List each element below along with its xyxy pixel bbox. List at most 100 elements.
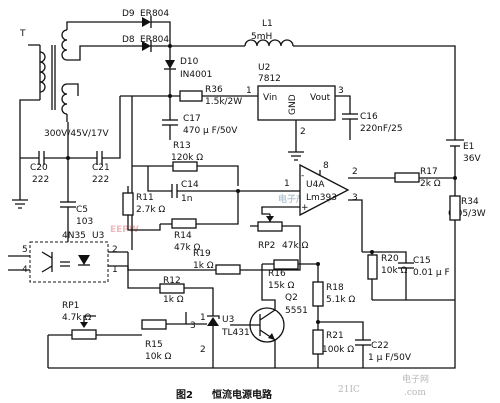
figure-title: 恒流电源电路 [212, 388, 273, 401]
opto-ref: 4N35 [62, 231, 86, 241]
u4a-ref: U4A [306, 180, 325, 190]
r20-value: 10k Ω [381, 266, 408, 276]
figure-number: 图2 [176, 389, 193, 401]
d9-part: ER804 [140, 9, 169, 19]
u4a-pin8: 8 [323, 161, 329, 171]
c15-ref: C15 [413, 256, 431, 266]
inductor-L1: L1 5mH [244, 19, 294, 47]
r12-ref: R12 [163, 276, 181, 286]
resistor-R11: R11 2.7k Ω [122, 192, 165, 216]
capacitor-C17: C17 470 μ F/50V [162, 114, 238, 136]
tl431-part: TL431 [221, 328, 250, 338]
r36-value: 1.5k/2W [205, 97, 242, 107]
r17-ref: R17 [420, 167, 438, 177]
l1-value: 5mH [251, 32, 272, 42]
c22-value: 1 μ F/50V [368, 353, 412, 363]
potentiometer-RP1: RP1 4.7k Ω [62, 301, 97, 340]
r34-ref: R34 [461, 197, 479, 207]
c22-ref: C22 [371, 341, 389, 351]
svg-text:21IC: 21IC [338, 385, 360, 395]
c16-value: 220nF/25 [360, 124, 403, 134]
r21-value: 100k Ω [322, 345, 354, 355]
u2-pin1: 1 [246, 86, 252, 96]
capacitor-C16: C16 220nF/25 [342, 112, 403, 134]
opto-pin5: 5 [22, 245, 28, 255]
comparator-U4A: U4A Lm393 - + 1 2 3 8 [284, 161, 358, 217]
resistor-R21: R21 100k Ω [312, 329, 354, 355]
transformer-rating: 300V/45V/17V [44, 129, 109, 139]
battery-E1: E1 36V [446, 139, 481, 164]
r15-ref: R15 [145, 340, 163, 350]
u4a-pin2: 2 [352, 167, 358, 177]
u2-pin2: 2 [300, 127, 306, 137]
svg-text:EEPW: EEPW [110, 225, 139, 235]
r18-ref: R18 [326, 283, 344, 293]
diode-D9: D9 ER804 [122, 9, 169, 28]
resistor-R12: R12 1k Ω [159, 276, 185, 305]
u4a-pin3: 3 [352, 193, 358, 203]
r36-ref: R36 [205, 85, 223, 95]
q2-ref: Q2 [285, 293, 298, 303]
resistor-R34: R34 0.05/3W [448, 195, 486, 221]
c14-ref: C14 [181, 180, 199, 190]
r12-value: 1k Ω [163, 295, 184, 305]
c14-value: 1n [181, 194, 192, 204]
u4a-part: Lm393 [306, 193, 337, 203]
c20-value: 222 [32, 175, 49, 185]
l1-ref: L1 [262, 19, 273, 29]
diode-D10: D10 IN4001 [164, 57, 212, 80]
r14-value: 47k Ω [174, 243, 201, 253]
d8-part: ER804 [140, 35, 169, 45]
svg-text:.com: .com [404, 388, 426, 398]
transistor-Q2: Q2 5551 [249, 293, 308, 343]
ground-symbol [288, 151, 304, 161]
opto-pin1: 1 [112, 265, 118, 275]
figure-caption: 图2 恒流电源电路 [176, 388, 273, 401]
r18-value: 5.1k Ω [326, 295, 355, 305]
diode-D8: D8 ER804 [122, 35, 169, 52]
capacitor-C14: C14 1n [171, 180, 199, 204]
rp1-ref: RP1 [62, 301, 79, 311]
d10-ref: D10 [180, 57, 199, 67]
u2-ref: U2 [258, 63, 270, 73]
u2-vin: Vin [263, 93, 277, 103]
u2-part: 7812 [258, 74, 281, 84]
c5-value: 103 [76, 217, 93, 227]
potentiometer-RP2: RP2 47k Ω [257, 214, 309, 251]
transformer-T: T 300V/45V/17V [19, 29, 109, 139]
u2-gnd: GND [288, 94, 298, 115]
c17-ref: C17 [183, 114, 201, 124]
resistor-R18: R18 5.1k Ω [312, 281, 355, 307]
c17-value: 470 μ F/50V [183, 126, 238, 136]
rp1-value: 4.7k Ω [62, 313, 91, 323]
r16-value: 15k Ω [268, 281, 295, 291]
c21-ref: C21 [92, 163, 110, 173]
opto-pin2: 2 [112, 245, 118, 255]
tl431-ref: U3 [222, 315, 234, 325]
r19-value: 1k Ω [193, 261, 214, 271]
c16-ref: C16 [360, 112, 378, 122]
r20-ref: R20 [381, 254, 399, 264]
capacitor-C21: C21 222 [92, 151, 110, 185]
resistor-R15: R15 10k Ω [141, 319, 172, 362]
capacitor-C5: C5 103 [60, 201, 93, 227]
r13-value: 120k Ω [171, 153, 203, 163]
c5-ref: C5 [76, 205, 88, 215]
r13-ref: R13 [173, 141, 191, 151]
tl431-pin3: 3 [190, 321, 196, 331]
c15-value: 0.01 μ F [413, 268, 450, 278]
r34-value: 0.05/3W [448, 209, 486, 219]
r15-value: 10k Ω [145, 352, 172, 362]
ground-symbol [12, 199, 28, 209]
u2-vout: Vout [310, 93, 331, 103]
u4a-minus: - [301, 171, 304, 181]
r17-value: 2k Ω [420, 179, 441, 189]
optocoupler-4N35: 4N35 U3 5 4 2 1 [22, 231, 118, 283]
transformer-ref: T [19, 29, 26, 39]
tl431-pin1: 1 [200, 313, 206, 323]
e1-ref: E1 [463, 142, 474, 152]
d8-ref: D8 [122, 35, 135, 45]
u2-pin3: 3 [338, 86, 344, 96]
r21-ref: R21 [326, 331, 344, 341]
